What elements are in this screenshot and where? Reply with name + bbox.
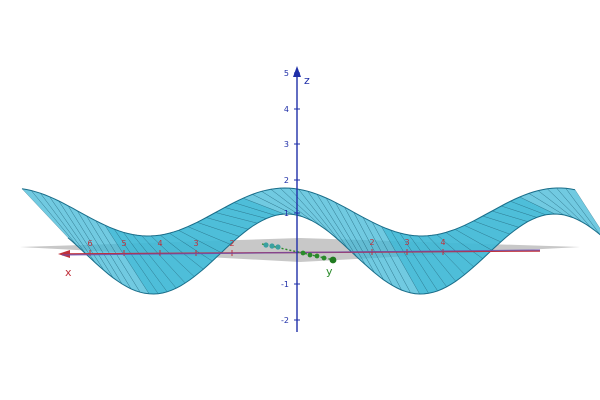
x-tick-label: 6 bbox=[87, 239, 92, 248]
x-axis-arrow bbox=[58, 250, 70, 258]
x-tick-label: 4 bbox=[440, 238, 445, 247]
y-axis-label: y bbox=[326, 265, 333, 278]
x-tick-label: 5 bbox=[121, 239, 126, 248]
x-axis-ticks: 6 5 4 3 2 2 3 4 bbox=[87, 238, 446, 256]
surface-back-edge bbox=[21, 187, 576, 237]
y-axis-point bbox=[307, 252, 313, 258]
x-axis-label: x bbox=[65, 266, 72, 279]
x-tick-label: 3 bbox=[193, 239, 198, 248]
x-tick-label: 4 bbox=[157, 239, 162, 248]
y-axis: y bbox=[261, 242, 337, 278]
z-tick-label: 4 bbox=[284, 105, 289, 114]
z-tick-label: 2 bbox=[284, 176, 289, 185]
y-axis-point bbox=[275, 244, 281, 250]
z-tick-label: 1 bbox=[284, 209, 289, 218]
x-tick-label: 2 bbox=[369, 238, 374, 247]
y-axis-point bbox=[300, 250, 306, 256]
z-axis-ticks: 5 4 3 2 1 -1 -2 bbox=[281, 69, 300, 325]
y-axis-point bbox=[321, 255, 327, 261]
x-tick-label: 3 bbox=[404, 238, 409, 247]
z-axis-arrow bbox=[293, 66, 301, 77]
x-tick-label: 2 bbox=[229, 239, 234, 248]
y-axis-point bbox=[269, 243, 275, 249]
z-tick-label: -2 bbox=[281, 316, 289, 325]
z-tick-label: 5 bbox=[284, 69, 289, 78]
z-tick-label: 3 bbox=[284, 140, 289, 149]
y-axis-points bbox=[263, 242, 327, 261]
z-tick-label: -1 bbox=[281, 280, 289, 289]
y-axis-end-point[interactable] bbox=[329, 256, 337, 264]
surface-front-edge bbox=[67, 213, 600, 295]
z-axis: z 5 4 3 2 1 -1 -2 bbox=[281, 66, 310, 332]
z-axis-label: z bbox=[304, 74, 310, 87]
y-axis-point bbox=[263, 242, 269, 248]
y-axis-point bbox=[314, 253, 320, 259]
